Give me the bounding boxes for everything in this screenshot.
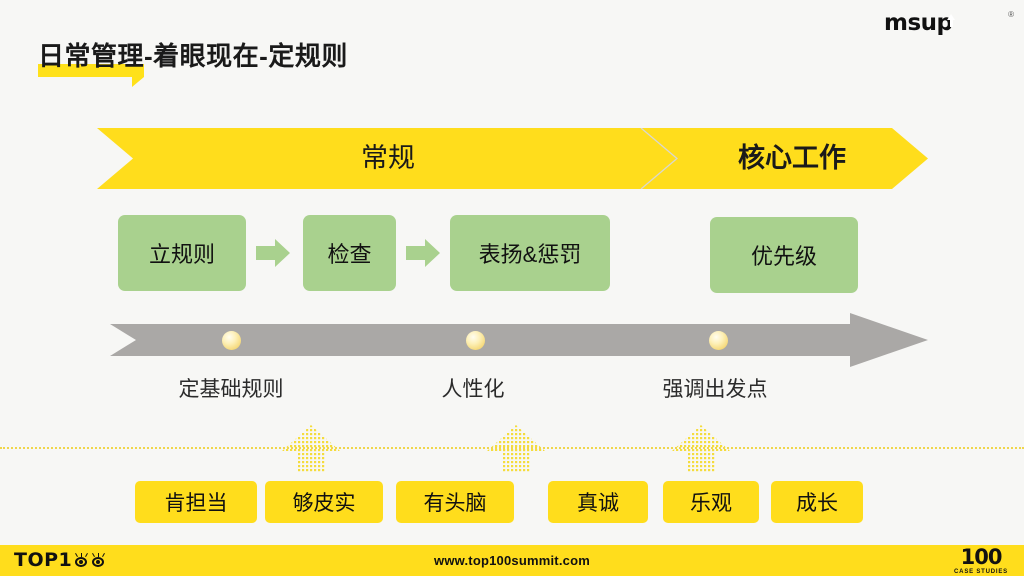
case-studies-badge: 100 CASE STUDIES xyxy=(954,545,1008,576)
process-box-praise-and-punish[interactable]: 表扬&惩罚 xyxy=(450,215,610,291)
trait-tag-resilience[interactable]: 够皮实 xyxy=(265,481,383,523)
chevron-banner-divider-icon xyxy=(640,128,678,189)
registered-trademark-icon: ® xyxy=(1008,10,1014,19)
eyes-icon xyxy=(74,553,106,568)
process-arrow-icon-2 xyxy=(406,236,440,270)
msup-up-arrow-stem-icon xyxy=(950,19,953,27)
chevron-banner-shape xyxy=(97,128,928,189)
footer-bar: www.top100summit.com TOP1 xyxy=(0,545,1024,576)
footer-url[interactable]: www.top100summit.com xyxy=(434,553,590,568)
chevron-banner: 常规 核心工作 xyxy=(97,128,928,189)
banner-label-core-work: 核心工作 xyxy=(738,143,846,173)
trait-tag-growth[interactable]: 成长 xyxy=(771,481,863,523)
timeline-label-basic-rules: 定基础规则 xyxy=(178,378,284,401)
msup-up-arrow-icon xyxy=(947,14,955,20)
dotted-up-arrow-icon-2 xyxy=(487,425,545,473)
dotted-up-arrow-icon-3 xyxy=(672,425,730,473)
process-arrow-icon-1 xyxy=(256,236,290,270)
banner-label-routine: 常规 xyxy=(361,143,415,173)
trait-tag-sincerity[interactable]: 真诚 xyxy=(548,481,648,523)
case-studies-number: 100 xyxy=(960,545,1003,569)
page-title-text: 日常管理-着眼现在-定规则 xyxy=(38,41,348,71)
dotted-up-arrow-icon-1 xyxy=(282,425,340,473)
process-box-inspect[interactable]: 检查 xyxy=(303,215,396,291)
timeline-dot-3 xyxy=(709,331,728,350)
case-studies-label: CASE STUDIES xyxy=(954,569,1008,575)
page-title: 日常管理-着眼现在-定规则 xyxy=(38,40,348,87)
timeline-arrow xyxy=(110,313,928,367)
title-highlight-tail xyxy=(132,77,144,87)
timeline-dot-2 xyxy=(466,331,485,350)
msup-logo-wordmark: msup xyxy=(884,10,953,36)
top100-logo: TOP1 xyxy=(14,550,106,571)
process-box-set-rules[interactable]: 立规则 xyxy=(118,215,246,291)
process-box-priority[interactable]: 优先级 xyxy=(710,217,858,293)
eye-icon-right xyxy=(91,553,106,568)
eye-icon-left xyxy=(74,553,89,568)
trait-tag-responsibility[interactable]: 肯担当 xyxy=(135,481,257,523)
timeline-label-humanization: 人性化 xyxy=(441,378,505,401)
timeline-dot-1 xyxy=(222,331,241,350)
timeline-label-emphasize-intent: 强调出发点 xyxy=(662,378,768,401)
title-highlight-band xyxy=(38,64,144,77)
msup-logo: msup ® xyxy=(884,8,1014,38)
top100-logo-text: TOP1 xyxy=(14,549,73,571)
trait-tag-optimism[interactable]: 乐观 xyxy=(663,481,759,523)
trait-tag-smart[interactable]: 有头脑 xyxy=(396,481,514,523)
